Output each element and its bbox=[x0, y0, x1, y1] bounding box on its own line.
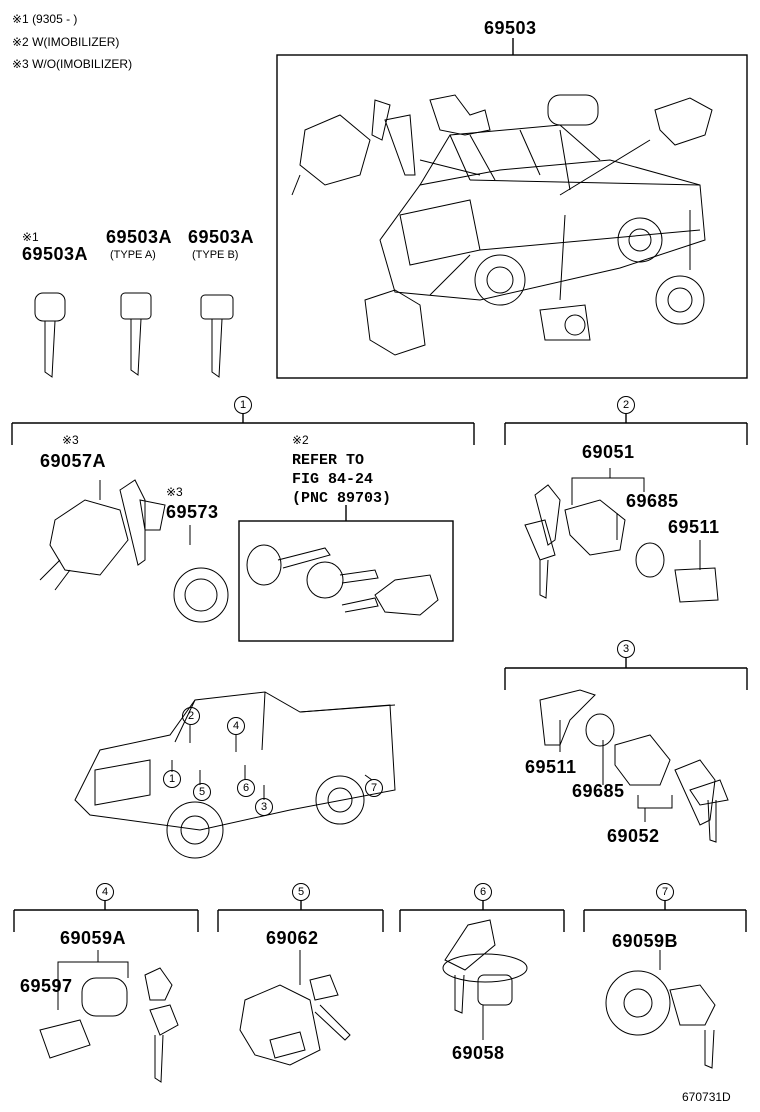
key3-part-number: 69503A bbox=[188, 227, 255, 247]
refer-mark: ※2 bbox=[292, 433, 309, 447]
locator-circle-1: 1 bbox=[163, 770, 181, 788]
group-4-circle: 4 bbox=[96, 883, 114, 901]
group4-lines bbox=[57, 950, 129, 1010]
locator-circle-3: 3 bbox=[255, 798, 273, 816]
part-number-69685-g3: 69685 bbox=[572, 781, 625, 801]
ignition-switch-illustration bbox=[39, 479, 229, 623]
immobilizer-keys-illustration bbox=[246, 544, 439, 616]
door-lock-cylinder-illustration bbox=[524, 484, 719, 603]
part-number-69503: 69503 bbox=[484, 18, 537, 38]
part-number-69597: 69597 bbox=[20, 976, 73, 996]
part-number-69059B: 69059B bbox=[612, 931, 679, 951]
note-2: ※2 W(IMOBILIZER) bbox=[12, 35, 120, 49]
locator-circle-5: 5 bbox=[193, 783, 211, 801]
part-number-69511-g2: 69511 bbox=[668, 517, 720, 537]
truck-illustration-top bbox=[379, 124, 706, 306]
note-1: ※1 (9305 - ) bbox=[12, 12, 78, 26]
key1-mark: ※1 bbox=[22, 230, 39, 244]
group-7-circle: 7 bbox=[656, 883, 674, 901]
note-3: ※3 W/O(IMOBILIZER) bbox=[12, 57, 133, 71]
part-number-69573: 69573 bbox=[166, 502, 219, 522]
group6-illustration bbox=[442, 919, 528, 1014]
part-number-69685-g2: 69685 bbox=[626, 491, 679, 511]
part-number-69051: 69051 bbox=[582, 442, 635, 462]
part-number-69057A: 69057A bbox=[40, 451, 107, 471]
door-lock-group3-illustration bbox=[539, 689, 729, 843]
illustration-code: 670731D bbox=[682, 1090, 731, 1104]
locator-circle-7: 7 bbox=[365, 779, 383, 797]
refer-line-1: REFER TO bbox=[292, 452, 365, 469]
group-5-circle: 5 bbox=[292, 883, 310, 901]
part-number-69062: 69062 bbox=[266, 928, 319, 948]
group3-lines bbox=[559, 720, 673, 822]
refer-line-2: FIG 84-24 bbox=[292, 471, 374, 488]
ignition-mark: ※3 bbox=[62, 433, 79, 447]
group-3-circle: 3 bbox=[617, 640, 635, 658]
group-2-circle: 2 bbox=[617, 396, 635, 414]
group2-lines bbox=[571, 468, 701, 570]
group-6-circle: 6 bbox=[474, 883, 492, 901]
group4-illustration bbox=[39, 967, 179, 1083]
locator-circle-6: 6 bbox=[237, 779, 255, 797]
top-box-parts bbox=[291, 94, 713, 356]
keys-illustration bbox=[34, 292, 234, 378]
part-number-69059A: 69059A bbox=[60, 928, 127, 948]
locator-circle-4: 4 bbox=[227, 717, 245, 735]
group-1-circle: 1 bbox=[234, 396, 252, 414]
ring-mark: ※3 bbox=[166, 485, 183, 499]
key2-part-number: 69503A bbox=[106, 227, 173, 247]
part-number-69058: 69058 bbox=[452, 1043, 505, 1063]
part-number-69511-g3: 69511 bbox=[525, 757, 577, 777]
part-number-69052: 69052 bbox=[607, 826, 660, 846]
key3-type: (TYPE B) bbox=[192, 249, 239, 261]
key1-part-number: 69503A bbox=[22, 244, 89, 264]
locator-circle-2: 2 bbox=[182, 707, 200, 725]
key2-type: (TYPE A) bbox=[110, 249, 156, 261]
refer-line-3: (PNC 89703) bbox=[292, 490, 392, 507]
group7-illustration bbox=[605, 970, 716, 1069]
group5-illustration bbox=[239, 974, 351, 1066]
